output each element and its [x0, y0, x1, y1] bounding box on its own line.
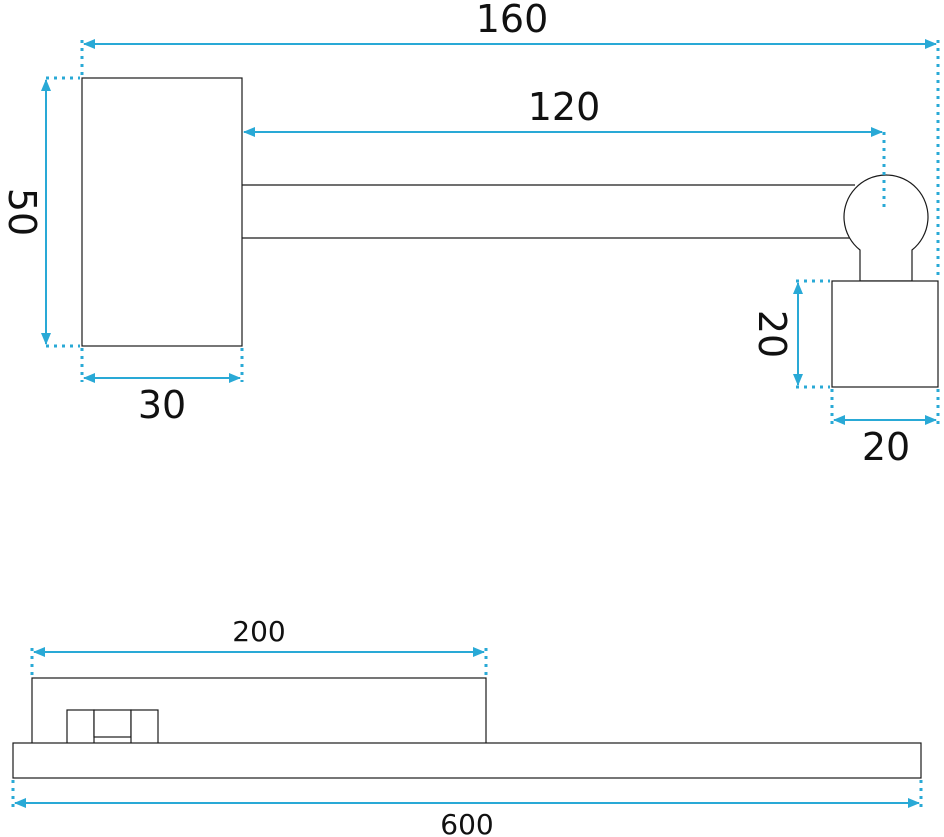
light-bar: [12, 742, 922, 779]
dim-30-label: 30: [138, 383, 186, 427]
dim-20w-label: 20: [862, 425, 910, 469]
side-view: 160 120 50 30 20 20: [0, 0, 940, 469]
bracket-right: [130, 709, 159, 745]
dim-120-label: 120: [528, 85, 601, 129]
bracket-left: [66, 709, 95, 745]
lamp-head: [831, 280, 939, 388]
dim-50-label: 50: [0, 188, 44, 236]
dim-200-label: 200: [232, 615, 285, 648]
bracket-center: [93, 709, 132, 738]
dim-600-label: 600: [440, 808, 493, 837]
dim-160-label: 160: [476, 0, 549, 41]
front-view: 200 600: [11, 615, 923, 837]
wall-base: [81, 77, 243, 347]
joint-ball: [843, 174, 929, 282]
dim-20h-label: 20: [750, 310, 794, 358]
arm: [242, 184, 855, 239]
